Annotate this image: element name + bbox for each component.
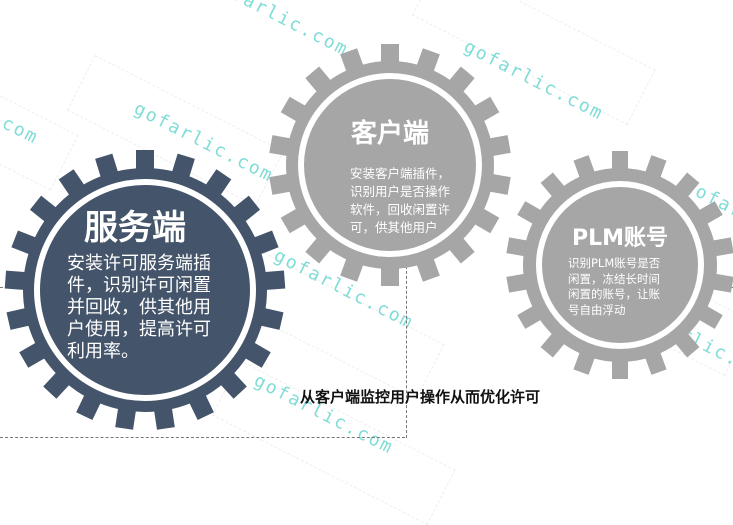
server-gear-title: 服务端 [84,208,186,248]
diagram-caption: 从客户端监控用户操作从而优化许可 [300,388,541,406]
connector-line [406,256,407,438]
server-gear-description: 安装许可服务端插 件，识别许可闲置 并回收，供其他用 户使用，提高许可 利用率。 [67,253,237,363]
description-line: 识别用户是否操作 [350,184,451,199]
description-line: 户使用，提高许可 [67,319,211,340]
description-line: 利用率。 [67,341,139,362]
description-line: 号自由浮动 [568,302,626,317]
description-line: 并回收，供其他用 [67,297,211,318]
plm-gear-title: PLM账号 [571,226,669,251]
client-gear-description: 安装客户端插件， 识别用户是否操作 软件，回收闲置许 可，供其他用户 [350,165,480,237]
description-line: 安装许可服务端插 [67,253,211,274]
server-gear-icon [4,150,286,430]
plm-gear-icon [506,151,733,379]
description-line: 可，供其他用户 [350,220,438,235]
description-line: 识别PLM账号是否 [568,256,661,270]
description-line: 件，识别许可闲置 [67,275,211,296]
plm-gear-description: 识别PLM账号是否 闲置，冻结长时间 闲置的账号，让账 号自由浮动 [568,256,688,318]
connector-line [0,437,405,438]
client-gear-title: 客户端 [350,119,429,149]
description-line: 软件，回收闲置许 [350,202,451,217]
description-line: 安装客户端插件， [350,166,451,181]
client-gear-icon [269,44,511,286]
description-line: 闲置的账号，让账 [568,287,660,301]
gears-layer [4,44,733,430]
description-line: 闲置，冻结长时间 [568,271,660,286]
